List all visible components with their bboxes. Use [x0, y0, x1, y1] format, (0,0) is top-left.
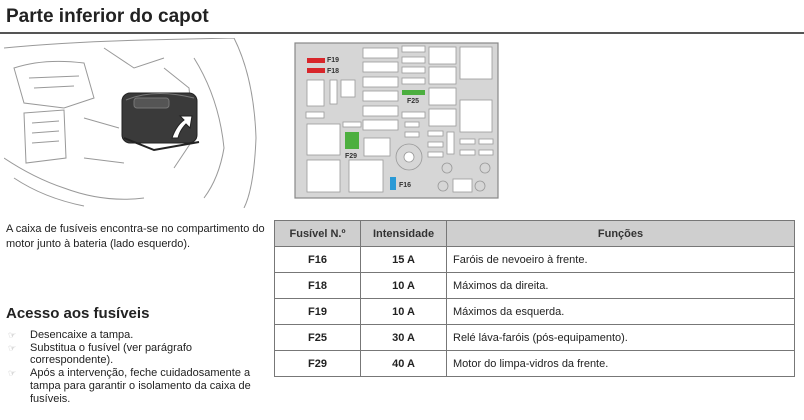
intro-text: A caixa de fusíveis encontra-se no compa… [6, 223, 265, 250]
header-functions: Funções [446, 220, 795, 247]
function-cell: Faróis de nevoeiro à frente. [446, 246, 795, 273]
access-heading: Acesso aos fusíveis [6, 305, 150, 322]
label-f18: F18 [327, 68, 339, 75]
amps-cell: 30 A [360, 324, 447, 351]
step-text: Desencaixe a tampa. [30, 329, 134, 341]
fuse-f29 [345, 132, 359, 149]
function-cell: Máximos da direita. [446, 272, 795, 299]
step-item: ☞ Após a intervenção, feche cuidadosament… [6, 367, 268, 405]
fuse-f18 [307, 68, 325, 73]
fuse-cell: F18 [274, 272, 361, 299]
table-header: Fusível N.º Intensidade Funções [274, 220, 795, 247]
pointing-hand-icon: ☞ [8, 330, 17, 340]
fuse-cell: F19 [274, 298, 361, 325]
pointing-hand-icon: ☞ [8, 368, 17, 379]
fuse-f16 [390, 177, 396, 190]
step-item: ☞ Desencaixe a tampa. [6, 329, 268, 342]
fuse-cell: F25 [274, 324, 361, 351]
function-cell: Máximos da esquerda. [446, 298, 795, 325]
amps-cell: 40 A [360, 350, 447, 377]
header-fuse: Fusível N.º [274, 220, 361, 247]
label-f19: F19 [327, 57, 339, 64]
fuse-box-diagram: F19 F18 F25 F29 F16 [294, 42, 499, 199]
fuse-f19 [307, 58, 325, 63]
engine-compartment-illustration [4, 38, 257, 208]
function-cell: Motor do limpa-vidros da frente. [446, 350, 795, 377]
step-item: ☞ Substitua o fusível (ver parágrafo corr… [6, 342, 268, 367]
step-text: Substitua o fusível (ver parágrafo corre… [30, 341, 193, 367]
access-steps: ☞ Desencaixe a tampa. ☞ Substitua o fusíve… [6, 329, 268, 405]
label-f16: F16 [399, 182, 411, 189]
amps-cell: 10 A [360, 298, 447, 325]
label-f29: F29 [345, 153, 357, 160]
fuse-cell: F29 [274, 350, 361, 377]
label-f25: F25 [407, 98, 419, 105]
title-divider [0, 32, 804, 34]
amps-cell: 10 A [360, 272, 447, 299]
header-amps: Intensidade [360, 220, 447, 247]
page-title: Parte inferior do capot [6, 6, 209, 27]
pointing-hand-icon: ☞ [8, 342, 17, 353]
function-cell: Relé láva-faróis (pós-equipamento). [446, 324, 795, 351]
fuse-f25 [402, 90, 425, 95]
fuse-cell: F16 [274, 246, 361, 273]
amps-cell: 15 A [360, 246, 447, 273]
step-text: Após a intervenção, feche cuidadosamente… [30, 367, 251, 405]
